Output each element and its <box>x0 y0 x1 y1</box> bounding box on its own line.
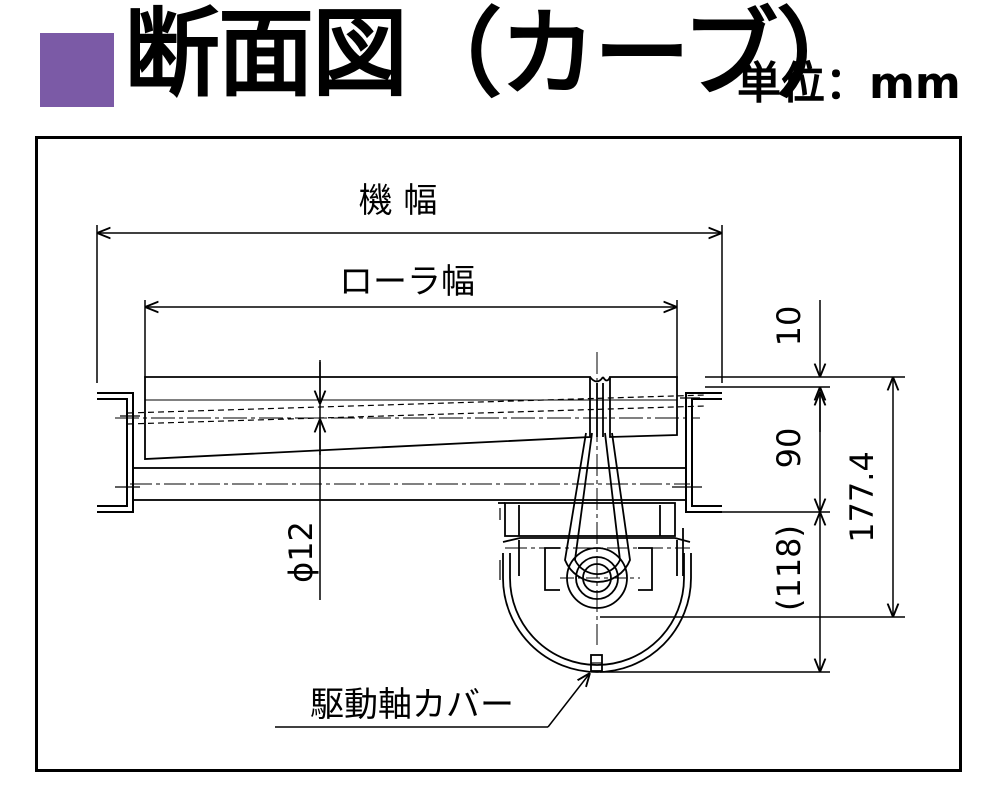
roller-width-dimension: ローラ幅 <box>144 262 678 378</box>
drive-shaft-cover <box>502 553 692 673</box>
frame-width-label: 機 幅 <box>359 181 438 221</box>
diameter-label: ϕ12 <box>282 521 320 583</box>
drive-pulley <box>544 547 653 609</box>
drive-unit <box>498 502 691 580</box>
dim-10-label: 10 <box>770 306 808 347</box>
right-side-frame <box>672 392 722 513</box>
diameter-dimension: ϕ12 <box>282 360 320 600</box>
dim-90-label: 90 <box>770 428 808 469</box>
dim-118-label: (118) <box>770 525 808 611</box>
unit-label: 単位：mm <box>737 58 961 109</box>
dim-177-4-label: 177.4 <box>843 451 881 543</box>
cross-tie <box>130 467 690 501</box>
roller-width-label: ローラ幅 <box>339 262 475 302</box>
drive-cover-leader: 駆動軸カバー <box>275 673 590 728</box>
page-title: 断面図（カーブ） <box>124 0 872 110</box>
roller-shaft <box>115 394 706 425</box>
height-dimensions <box>600 300 905 673</box>
header-accent-square <box>40 33 114 107</box>
drive-cover-label: 駆動軸カバー <box>310 685 514 725</box>
frame-width-dimension: 機 幅 <box>96 181 723 383</box>
drawing-frame <box>35 136 962 772</box>
left-side-frame <box>97 392 140 513</box>
